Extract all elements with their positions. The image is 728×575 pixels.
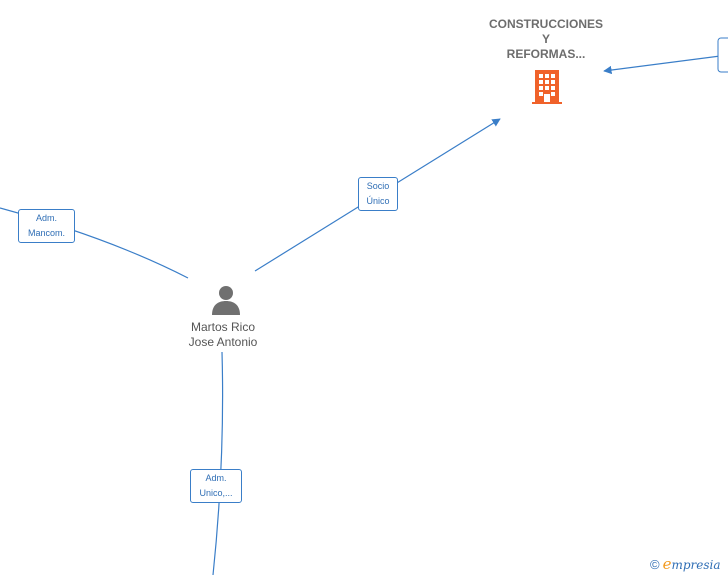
person-name[interactable]: Martos Rico Jose Antonio (163, 320, 283, 350)
relation-badge-socio-unico[interactable]: Socio Único (358, 177, 398, 211)
brand-name: mpresia (671, 558, 721, 572)
relation-badge-line: Socio (366, 181, 390, 191)
edge-person-to-offscreen-bottom (212, 351, 224, 575)
edge-offscreen-to-company (603, 54, 728, 75)
person-name-line: Martos Rico (190, 320, 255, 334)
person-name-line: Jose Antonio (188, 335, 258, 349)
empresia-watermark: ©empresia (650, 555, 721, 573)
relation-badge-adm-unico[interactable]: Adm. Unico,... (190, 469, 242, 503)
brand-initial: e (662, 555, 672, 573)
relation-badge-line: Adm. (35, 213, 57, 223)
relation-badge-line: Unico,... (199, 488, 233, 498)
relation-badge-line: Adm. (205, 473, 227, 483)
company-name[interactable]: CONSTRUCCIONES Y REFORMAS... (476, 17, 616, 62)
relation-badge-line: Único (366, 196, 390, 206)
relation-badge-adm-mancom[interactable]: Adm. Mancom. (18, 209, 75, 243)
copyright-icon: © (650, 557, 660, 572)
relation-badge-line: Mancom. (27, 228, 65, 238)
building-icon[interactable] (531, 69, 563, 105)
person-icon[interactable] (210, 284, 242, 316)
company-name-line: CONSTRUCCIONES (488, 17, 603, 31)
company-name-line: REFORMAS... (506, 47, 586, 61)
company-name-line: Y (541, 32, 550, 46)
offscreen-edge-label-stub (717, 37, 728, 73)
